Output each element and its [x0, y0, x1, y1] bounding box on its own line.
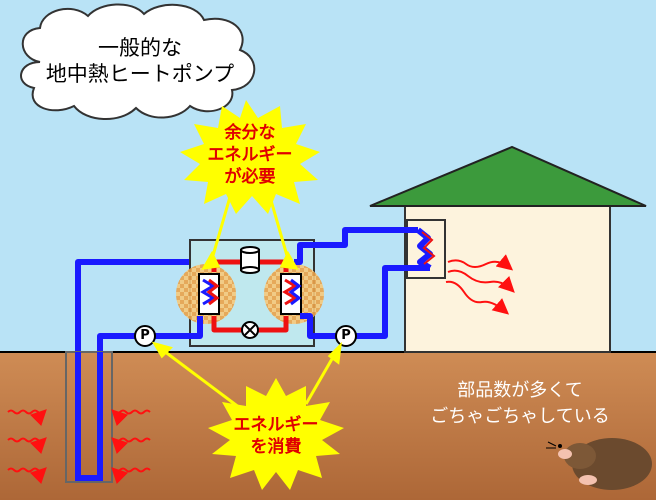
note-line2: ごちゃごちゃしている — [430, 406, 610, 427]
cloud-shape — [20, 3, 256, 121]
compressor-icon — [240, 246, 260, 274]
expansion-valve-icon — [241, 321, 259, 339]
indoor-coil — [421, 231, 436, 265]
pump-right-label: P — [341, 328, 351, 343]
pump-right — [335, 325, 357, 347]
callout-bottom-line2: を消費 — [250, 437, 302, 457]
mole-illustration — [546, 438, 652, 490]
callout-bottom-pointers — [151, 341, 343, 410]
pump-left — [134, 325, 156, 347]
ground-heat-arrows — [7, 409, 151, 485]
callout-top-line2: エネルギー — [207, 145, 293, 165]
heat-emission-arrows — [445, 254, 515, 315]
diagram-title-line1: 一般的な — [98, 36, 182, 60]
pump-left-label: P — [140, 328, 150, 343]
callout-top-line3: が必要 — [224, 167, 276, 187]
note-line1: 部品数が多くて — [457, 380, 583, 401]
burst-top — [180, 100, 320, 214]
burst-bottom — [208, 378, 344, 490]
borehole-loop — [75, 352, 103, 481]
callout-top-line1: 余分な — [224, 123, 276, 143]
house-roof — [369, 145, 647, 207]
callout-top-pointers — [201, 189, 299, 270]
callout-bottom-line1: エネルギー — [233, 415, 319, 435]
diagram-title-line2: 地中熱ヒートポンプ — [45, 62, 235, 86]
